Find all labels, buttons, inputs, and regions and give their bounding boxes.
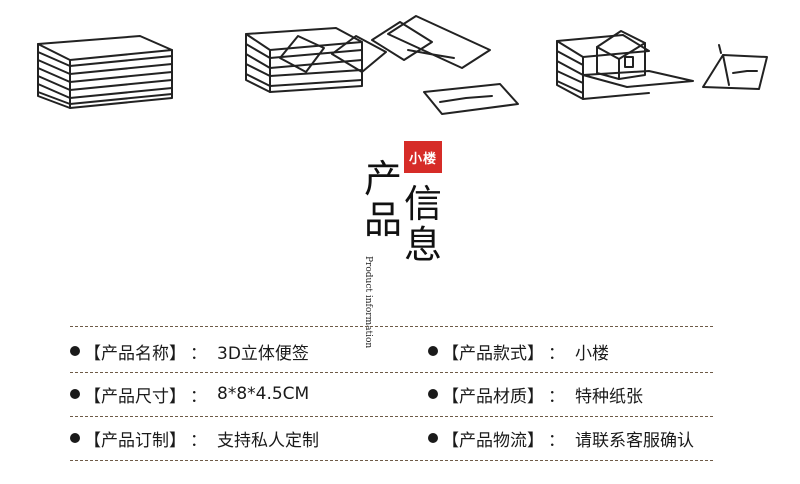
info-item: 【产品名称】 ： 3D立体便签 [70, 333, 309, 369]
info-value: 请联系客服确认 [575, 430, 694, 451]
info-item: 【产品款式】 ： 小楼 [428, 333, 609, 369]
title-char-2: 品 [364, 198, 403, 242]
info-label: 【产品订制】 [84, 430, 186, 451]
title-char-3: 信 [404, 182, 443, 226]
info-value: 3D立体便签 [217, 343, 309, 364]
title-char-1: 产 [364, 157, 403, 201]
divider [70, 372, 713, 373]
info-colon: ： [190, 430, 207, 451]
notepad-stack-illustration [37, 35, 173, 109]
info-value: 小楼 [575, 343, 609, 364]
house-notepad-illustration [556, 30, 768, 100]
divider [70, 416, 713, 417]
info-row: 【产品名称】 ： 3D立体便签 【产品款式】 ： 小楼 [0, 333, 800, 369]
title-subtitle: Product information [363, 256, 373, 349]
divider-top [70, 326, 713, 327]
info-item: 【产品订制】 ： 支持私人定制 [70, 420, 319, 456]
info-colon: ： [190, 386, 207, 407]
bullet-icon [70, 433, 80, 443]
bullet-icon [428, 346, 438, 356]
title-char-4: 息 [404, 223, 443, 267]
notes-with-sheets-illustration [245, 15, 519, 115]
info-value: 特种纸张 [575, 386, 643, 407]
brand-seal: 小楼 [404, 141, 442, 173]
bullet-icon [428, 433, 438, 443]
info-label: 【产品尺寸】 [84, 386, 186, 407]
info-item: 【产品材质】 ： 特种纸张 [428, 376, 643, 412]
info-item: 【产品物流】 ： 请联系客服确认 [428, 420, 694, 456]
info-label: 【产品物流】 [442, 430, 544, 451]
info-value: 支持私人定制 [217, 430, 319, 451]
info-label: 【产品材质】 [442, 386, 544, 407]
info-colon: ： [548, 386, 565, 407]
info-colon: ： [548, 343, 565, 364]
info-colon: ： [548, 430, 565, 451]
divider-bottom [70, 460, 713, 461]
info-row: 【产品订制】 ： 支持私人定制 【产品物流】 ： 请联系客服确认 [0, 420, 800, 456]
info-label: 【产品名称】 [84, 343, 186, 364]
product-illustrations [0, 0, 800, 140]
info-row: 【产品尺寸】 ： 8*8*4.5CM 【产品材质】 ： 特种纸张 [0, 376, 800, 412]
info-value: 8*8*4.5CM [217, 384, 310, 404]
bullet-icon [70, 389, 80, 399]
bullet-icon [428, 389, 438, 399]
info-item: 【产品尺寸】 ： 8*8*4.5CM [70, 376, 309, 412]
bullet-icon [70, 346, 80, 356]
info-colon: ： [190, 343, 207, 364]
info-label: 【产品款式】 [442, 343, 544, 364]
